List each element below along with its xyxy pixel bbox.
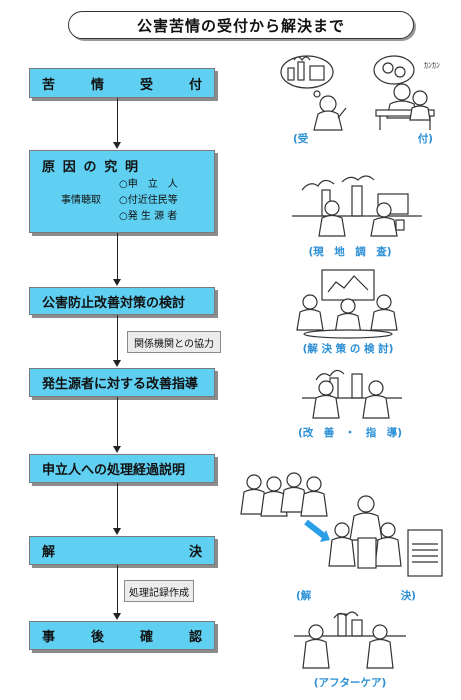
caption-solution-review: (解 決 策 の 検 討) [296, 341, 400, 356]
step-cause-investigation: 原 因 の 究 明 事情聴取 ○申 立 人 ○付近住民等 ○発 生 源 者 [29, 150, 215, 233]
caption-part: (現 地 調 査) [308, 246, 392, 258]
step2-char: 因 [62, 160, 76, 175]
step1-char: 苦 [42, 77, 56, 93]
step2-char: の [83, 160, 97, 175]
step7-char: 確 [139, 630, 153, 645]
step2-heading: 原 因 の 究 明 [42, 156, 138, 175]
page-title: 公害苦情の受付から解決まで [68, 11, 414, 39]
reception-illustration: ｶﾝｶﾝ [272, 50, 447, 135]
caption-resolution: (解 決) [296, 588, 416, 603]
note2-label: 処理記録作成 [129, 587, 189, 599]
method-label: 事情聴取 [61, 195, 101, 206]
step-resolution: 解 決 [29, 536, 215, 565]
step6-char: 解 [42, 545, 56, 560]
aftercare-illustration [294, 610, 406, 672]
caption-part: 付) [417, 133, 433, 145]
bullet-residents: ○付近住民等 [119, 195, 178, 206]
step-progress-explanation: 申立人への処理経過説明 [29, 454, 215, 483]
caption-part: (改 善 ・ 指 導) [298, 427, 403, 439]
step-countermeasure-review: 公害防止改善対策の検討 [29, 287, 215, 315]
step2-char: 明 [124, 160, 138, 175]
step1-char: 受 [139, 77, 153, 93]
step7-char: 後 [90, 630, 104, 645]
step2-char: 原 [42, 160, 56, 175]
site-survey-illustration [292, 160, 422, 240]
solution-review-illustration [294, 268, 404, 340]
step7-char: 事 [42, 630, 56, 645]
bullet-source: ○発 生 源 者 [119, 211, 178, 222]
caption-aftercare: (アフターケア) [302, 675, 398, 690]
caption-site-survey: (現 地 調 査) [300, 244, 400, 259]
caption-guidance: (改 善 ・ 指 導) [298, 425, 403, 440]
note1-label: 関係機関との協力 [134, 338, 214, 350]
caption-part: (解 決 策 の 検 討) [302, 343, 394, 355]
step1-char: 付 [188, 77, 202, 93]
step-follow-up: 事 後 確 認 [29, 621, 215, 650]
step5-label: 申立人への処理経過説明 [42, 463, 186, 478]
caption-reception: (受 付) [293, 131, 433, 146]
step7-char: 認 [188, 630, 202, 645]
step6-char: 決 [188, 545, 202, 560]
step2-char: 究 [104, 160, 118, 175]
step4-label: 発生源者に対する改善指導 [42, 377, 199, 392]
step1-char: 情 [90, 77, 104, 93]
note-agency-cooperation: 関係機関との協力 [127, 331, 221, 353]
note-record-creation: 処理記録作成 [124, 580, 194, 602]
caption-part: (解 [296, 590, 312, 602]
caption-part: (受 [293, 133, 309, 145]
bullet-applicant: ○申 立 人 [119, 179, 178, 190]
resolution-illustration [236, 468, 446, 586]
step3-label: 公害防止改善対策の検討 [42, 295, 186, 311]
caption-part: 決) [400, 590, 416, 602]
step-improvement-guidance: 発生源者に対する改善指導 [29, 368, 215, 397]
step-complaint-reception: 苦 情 受 付 [29, 68, 215, 98]
svg-text:ｶﾝｶﾝ: ｶﾝｶﾝ [424, 61, 440, 70]
guidance-illustration [302, 360, 402, 420]
caption-part: (アフターケア) [313, 677, 387, 689]
